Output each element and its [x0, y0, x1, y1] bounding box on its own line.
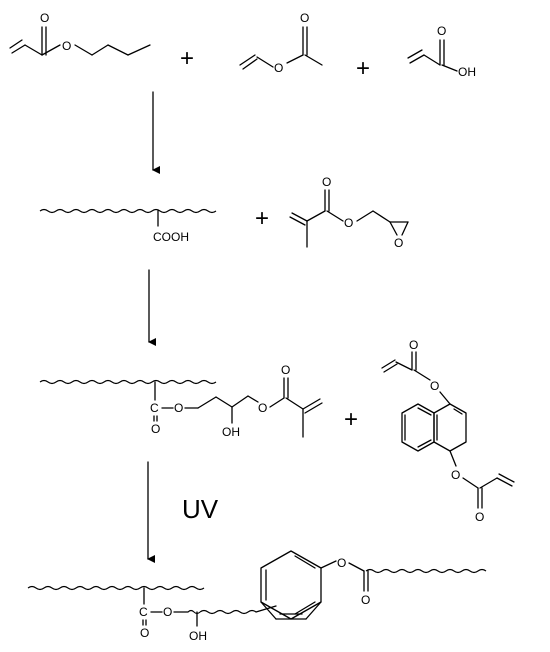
- polymer-chain-with-methacrylate-ester: C O O OH O O: [39, 363, 323, 439]
- atom-label-o: O: [140, 626, 149, 640]
- atom-label-o: O: [430, 379, 439, 393]
- acrylic-acid-molecule: O OH: [407, 24, 476, 79]
- atom-label-o: O: [337, 556, 346, 570]
- atom-label-o: O: [174, 401, 183, 415]
- atom-label-o: O: [322, 175, 331, 189]
- atom-label-o: O: [274, 61, 283, 75]
- atom-label-oh: OH: [458, 65, 476, 79]
- atom-label-o: O: [475, 510, 484, 524]
- atom-label-o: O: [258, 401, 267, 415]
- atom-label-o: O: [451, 468, 460, 482]
- polymer-chain-with-cooh: COOH: [39, 208, 217, 244]
- atom-label-o: O: [361, 593, 370, 607]
- atom-label-cooh: COOH: [153, 230, 189, 244]
- crosslinked-product: C O O OH O O: [27, 550, 487, 643]
- glycidyl-methacrylate-molecule: O O O: [289, 175, 409, 250]
- atom-label-oh: OH: [222, 425, 240, 439]
- vinyl-acetate-molecule: O O: [239, 11, 323, 75]
- uv-condition-label: UV: [182, 494, 219, 524]
- plus-sign: +: [344, 406, 358, 433]
- atom-label-c: C: [139, 605, 148, 619]
- butyl-acrylate-molecule: O O: [9, 11, 151, 56]
- atom-label-o: O: [281, 363, 290, 377]
- atom-label-o: O: [62, 39, 71, 53]
- atom-label-o: O: [437, 24, 446, 38]
- atom-label-o: O: [40, 11, 49, 25]
- atom-label-o: O: [163, 605, 172, 619]
- plus-sign: +: [180, 45, 194, 72]
- plus-sign: +: [255, 205, 269, 232]
- plus-sign: +: [356, 55, 370, 82]
- atom-label-o: O: [409, 338, 418, 352]
- atom-label-c: C: [150, 401, 159, 415]
- naphthalene-diacrylate-molecule: O O O O: [381, 338, 515, 524]
- atom-label-o: O: [151, 422, 160, 436]
- atom-label-o: O: [394, 236, 403, 250]
- atom-label-oh: OH: [189, 629, 207, 643]
- atom-label-o: O: [300, 11, 309, 25]
- atom-label-o: O: [344, 216, 353, 230]
